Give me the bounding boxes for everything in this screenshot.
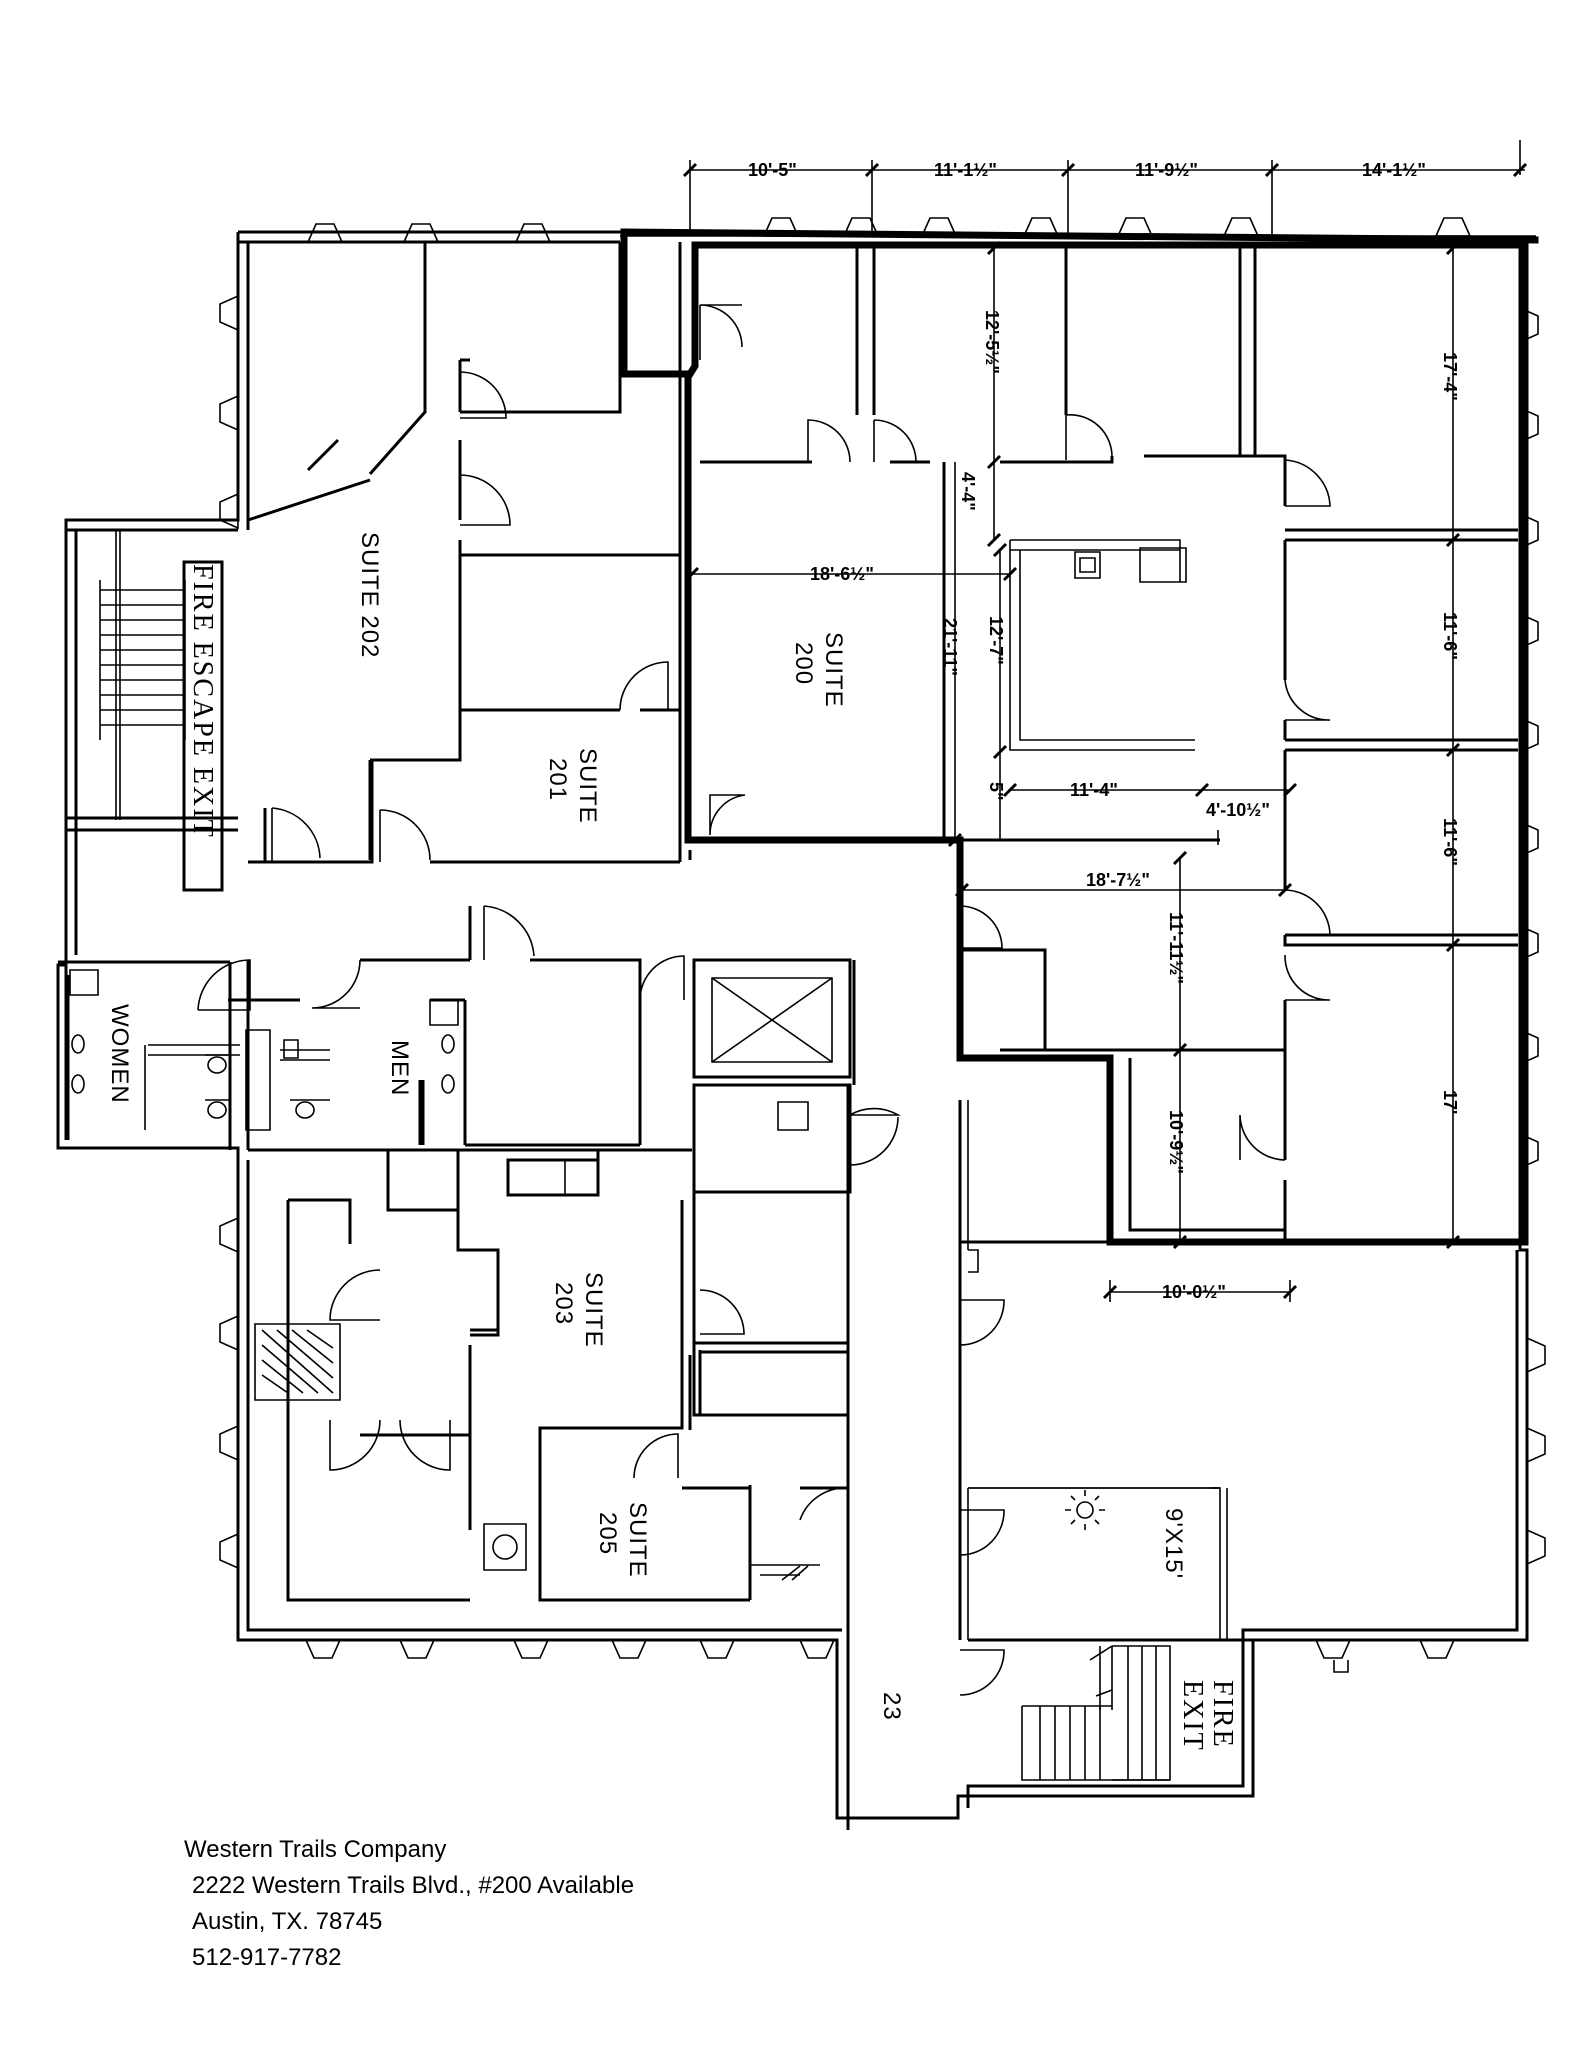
dim-top-2: 11'-1½" (934, 160, 997, 180)
label-suite-201-a: SUITE (574, 748, 601, 824)
dim-21-11: 21'-11" (940, 618, 960, 676)
dim-12-7: 12'-7" (986, 616, 1006, 665)
interior-walls-suite-200 (700, 245, 1518, 1242)
label-fire-exit-exit: EXIT (1177, 1680, 1208, 1752)
street-address: 2222 Western Trails Blvd., #200 Availabl… (192, 1872, 635, 1899)
interior-walls-south (254, 1150, 848, 1602)
dim-18-7: 18'-7½" (1086, 870, 1150, 890)
label-suite-202: SUITE 202 (356, 532, 383, 658)
dimension-labels: 10'-5" 11'-1½" 11'-9½" 14'-1½" 12'-5½" 1… (748, 160, 1460, 1302)
dimension-lines (682, 140, 1528, 1302)
dim-10-0: 10'-0½" (1162, 1282, 1226, 1302)
interior-walls-west (247, 242, 692, 864)
dim-4-4: 4'-4" (958, 472, 978, 511)
label-women: WOMEN (106, 1004, 133, 1104)
dim-top-3: 11'-9½" (1135, 160, 1198, 180)
label-patio: 9'X15' (1160, 1508, 1187, 1579)
dim-5: 5" (986, 782, 1006, 801)
dim-11-6-b: 11'-6" (1440, 818, 1460, 866)
label-men: MEN (386, 1040, 413, 1096)
dim-10-9: 10'-9½" (1166, 1110, 1186, 1174)
dim-17-4: 17'-4" (1440, 352, 1460, 401)
dim-12-5: 12'-5½" (982, 310, 1002, 374)
dim-top-1: 10'-5" (748, 160, 797, 180)
fire-escape-exit-sign (182, 560, 224, 892)
phone-number: 512-917-7782 (192, 1944, 342, 1971)
room-labels: SUITE 202 SUITE 200 SUITE 201 SUITE 203 … (106, 532, 1187, 1721)
patio (967, 1487, 1220, 1640)
city-state-zip: Austin, TX. 78745 (192, 1908, 383, 1935)
doors (197, 304, 1331, 1696)
company-name: Western Trails Company (184, 1836, 447, 1863)
suite-200-boundary (620, 228, 1539, 1246)
label-room-23: 23 (878, 1692, 905, 1721)
label-fire-exit-fire: FIRE (1207, 1680, 1238, 1749)
window-bumps (219, 217, 1546, 1673)
label-suite-200-a: SUITE (820, 632, 847, 708)
dim-11-11: 11'-11½" (1166, 912, 1186, 984)
label-suite-205-b: 205 (594, 1512, 621, 1555)
dim-11-6-a: 11'-6" (1440, 612, 1460, 660)
label-suite-203-b: 203 (550, 1282, 577, 1325)
south-east-area (66, 518, 1253, 1781)
dim-17: 17' (1440, 1090, 1460, 1114)
label-suite-205-a: SUITE (624, 1502, 651, 1578)
label-suite-203-a: SUITE (580, 1272, 607, 1348)
fire-exit-signs: FIRE ESCAPE EXIT FIRE EXIT (182, 560, 1238, 1752)
address-block: Western Trails Company 2222 Western Trai… (184, 1832, 634, 1976)
label-suite-200-b: 200 (790, 642, 817, 685)
label-suite-201-b: 201 (544, 758, 571, 801)
label-fire-escape-exit: FIRE ESCAPE EXIT (187, 564, 218, 839)
dim-4-10: 4'-10½" (1206, 800, 1270, 820)
restroom-core (58, 906, 962, 1830)
dim-18-6: 18'-6½" (810, 564, 874, 584)
dim-11-4: 11'-4" (1070, 780, 1118, 800)
dim-top-4: 14'-1½" (1362, 160, 1426, 180)
